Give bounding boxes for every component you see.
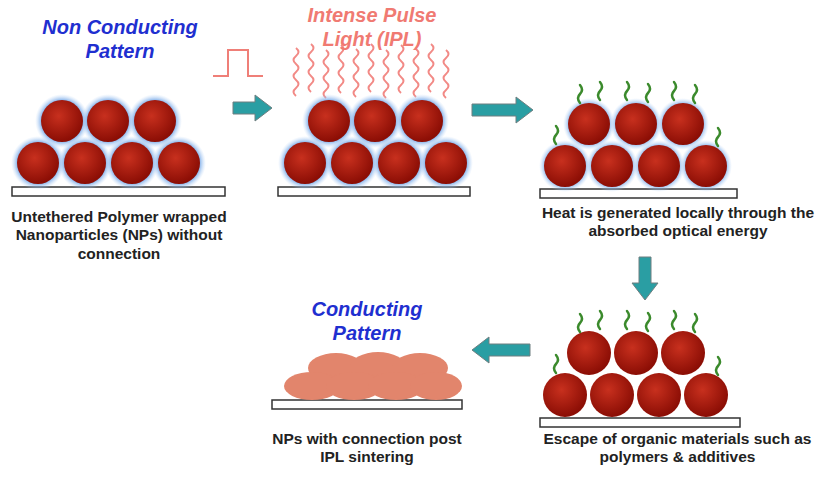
nanoparticle (378, 142, 420, 184)
stage-group: Intense Pulse Light (IPL) (272, 0, 472, 200)
nanoparticle (425, 142, 467, 184)
nanoparticle (614, 331, 658, 375)
light-wave (324, 50, 329, 98)
light-wave (369, 44, 374, 92)
polymer-shell (35, 94, 89, 148)
nanoparticle (662, 103, 704, 145)
organic-strand (554, 126, 558, 144)
light-wave (339, 45, 344, 93)
nanoparticle (544, 145, 586, 187)
light-wave (354, 49, 359, 97)
organic-strand (578, 85, 582, 103)
light-wave (309, 44, 314, 92)
organic-strand (598, 82, 602, 100)
nanoparticle (685, 145, 727, 187)
nanoparticle (17, 142, 59, 184)
organic-strand (716, 128, 720, 146)
nanoparticle (87, 100, 129, 142)
nanoparticle (158, 142, 200, 184)
nanoparticle (684, 373, 728, 417)
stage-group: Heat is generated locally through the ab… (533, 82, 823, 257)
polymer-shell (348, 94, 402, 148)
polymer-shell (563, 98, 615, 150)
nanoparticle (637, 373, 681, 417)
organic-strand (716, 357, 720, 375)
nanoparticle (401, 100, 443, 142)
process-arrow (472, 97, 533, 123)
organic-strand (672, 311, 676, 329)
nanoparticle (331, 142, 373, 184)
nanoparticle (638, 145, 680, 187)
organic-strand (625, 82, 629, 100)
organic-strand (554, 355, 558, 373)
nanoparticle (41, 100, 83, 142)
nanoparticle (568, 103, 610, 145)
polymer-shell (128, 94, 182, 148)
sintered-particle (410, 372, 462, 400)
nanoparticle (591, 145, 633, 187)
organic-strand (578, 314, 582, 332)
process-arrow (233, 95, 272, 121)
nanoparticle (64, 142, 106, 184)
organic-strand (646, 313, 650, 331)
stage-caption: NPs with connection post IPL sintering (262, 430, 472, 467)
substrate (272, 400, 462, 409)
polymer-shell (610, 98, 662, 150)
organic-strand (672, 82, 676, 100)
stage-caption: Heat is generated locally through the ab… (533, 204, 823, 241)
light-wave (414, 49, 419, 97)
nanoparticle (284, 142, 326, 184)
nanoparticle (590, 373, 634, 417)
polymer-shell (395, 94, 449, 148)
light-waves (294, 44, 449, 98)
process-arrow (472, 337, 530, 363)
polymer-shell (657, 98, 709, 150)
stage-caption: Escape of organic materials such as poly… (530, 430, 825, 467)
nanoparticle (134, 100, 176, 142)
organic-strand (625, 311, 629, 329)
organic-strand (693, 314, 697, 332)
nanoparticle (567, 331, 611, 375)
organic-strand (598, 311, 602, 329)
light-wave (444, 50, 449, 98)
stage-title: Non Conducting Pattern (40, 16, 200, 63)
light-wave (429, 44, 434, 92)
stage-title: Conducting Pattern (292, 298, 442, 345)
organic-strand (646, 84, 650, 102)
process-arrow (632, 257, 658, 300)
light-wave (399, 45, 404, 93)
nanoparticle (308, 100, 350, 142)
nanoparticle (661, 331, 705, 375)
organic-strand (693, 85, 697, 103)
stage-caption: Untethered Polymer wrapped Nanoparticles… (5, 208, 233, 263)
substrate (540, 418, 740, 427)
nanoparticle (543, 373, 587, 417)
polymer-shell (81, 94, 135, 148)
nanoparticle (615, 103, 657, 145)
pulse-symbol (213, 50, 263, 76)
polymer-shell (302, 94, 356, 148)
stage-group: Non Conducting PatternUntethered Polymer… (5, 8, 233, 283)
stage-group: Escape of organic materials such as poly… (530, 300, 825, 495)
stage-group: Conducting PatternNPs with connection po… (262, 296, 472, 484)
stage-title: Intense Pulse Light (IPL) (292, 4, 452, 51)
light-wave (384, 50, 389, 98)
light-wave (294, 48, 299, 96)
nanoparticle (111, 142, 153, 184)
nanoparticle (354, 100, 396, 142)
